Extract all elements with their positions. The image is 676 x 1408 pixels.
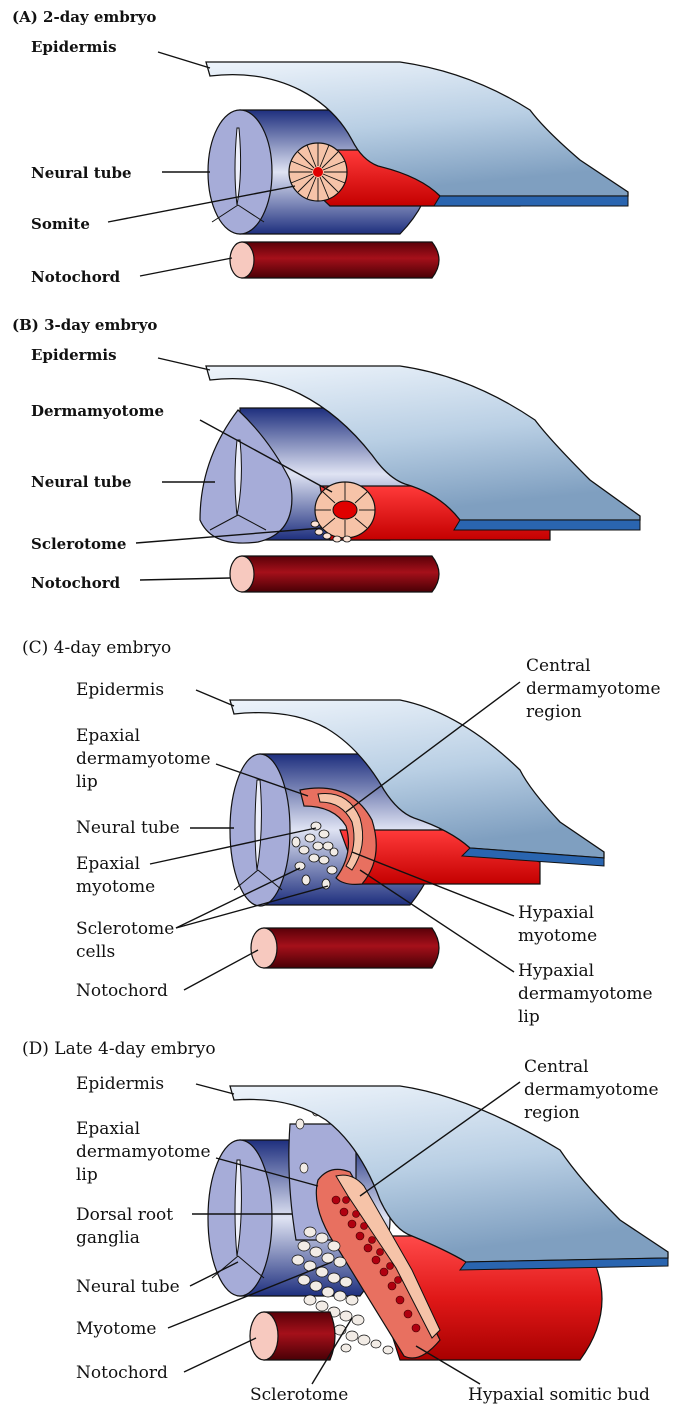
panel-d-label-central-2: dermamyotome [524, 1080, 659, 1100]
panel-a: (A) 2-day embryo [12, 8, 628, 286]
panel-c-label-sclero-cells-1: Sclerotome [76, 919, 174, 939]
panel-d-label-sclerotome: Sclerotome [250, 1385, 348, 1405]
panel-c-label-central-1: Central [526, 656, 591, 676]
panel-d-label-myotome: Myotome [76, 1319, 157, 1339]
panel-d-label-central-3: region [524, 1103, 580, 1123]
panel-c-label-sclero-cells-2: cells [76, 942, 115, 962]
panel-d-title: (D) Late 4-day embryo [22, 1039, 216, 1059]
panel-b-label-dermamyotome: Dermamyotome [31, 402, 164, 420]
panel-c-label-hypaxial-lip-2: dermamyotome [518, 984, 653, 1004]
panel-a-somite-rosette [289, 143, 347, 201]
panel-c-label-epaxial-myo-2: myotome [76, 877, 155, 897]
panel-b-notochord [230, 556, 439, 592]
panel-d: (D) Late 4-day embryo [22, 1039, 668, 1405]
panel-c-label-epaxial-lip-1: Epaxial [76, 726, 140, 746]
panel-c-notochord [251, 928, 439, 968]
panel-b-label-epidermis: Epidermis [31, 346, 117, 364]
panel-a-label-epidermis: Epidermis [31, 38, 117, 56]
panel-a-label-somite: Somite [31, 215, 90, 233]
panel-c-label-epaxial-lip-2: dermamyotome [76, 749, 211, 769]
panel-d-label-drg-2: ganglia [76, 1228, 140, 1248]
panel-c-label-epaxial-lip-3: lip [76, 772, 98, 792]
panel-c-title: (C) 4-day embryo [22, 638, 171, 658]
panel-a-label-neural-tube: Neural tube [31, 164, 132, 182]
panel-c-label-central-3: region [526, 702, 582, 722]
panel-d-label-neural-tube: Neural tube [76, 1277, 180, 1297]
panel-c-label-neural-tube: Neural tube [76, 818, 180, 838]
panel-b-title: (B) 3-day embryo [12, 316, 157, 334]
panel-c-label-hypaxial-myo-1: Hypaxial [518, 903, 594, 923]
panel-c-label-epaxial-myo-1: Epaxial [76, 854, 140, 874]
panel-b-label-neural-tube: Neural tube [31, 473, 132, 491]
panel-d-label-central-1: Central [524, 1057, 589, 1077]
panel-c-label-epidermis: Epidermis [76, 680, 164, 700]
panel-c-label-central-2: dermamyotome [526, 679, 661, 699]
panel-b: (B) 3-day embryo [12, 316, 640, 592]
panel-b-label-notochord: Notochord [31, 574, 121, 592]
panel-a-label-notochord: Notochord [31, 268, 121, 286]
panel-c-label-hypaxial-lip-3: lip [518, 1007, 540, 1027]
panel-a-notochord [230, 242, 439, 278]
panel-c-label-hypaxial-myo-2: myotome [518, 926, 597, 946]
panel-d-label-epidermis: Epidermis [76, 1074, 164, 1094]
panel-d-label-hypaxial-bud: Hypaxial somitic bud [468, 1385, 650, 1405]
panel-c: (C) 4-day embryo [22, 638, 661, 1027]
panel-b-label-sclerotome: Sclerotome [31, 535, 126, 553]
panel-c-label-notochord: Notochord [76, 981, 168, 1001]
panel-d-label-epaxial-lip-2: dermamyotome [76, 1142, 211, 1162]
panel-d-label-epaxial-lip-3: lip [76, 1165, 98, 1185]
panel-a-title: (A) 2-day embryo [12, 8, 156, 26]
panel-d-notochord [250, 1312, 335, 1360]
panel-c-label-hypaxial-lip-1: Hypaxial [518, 961, 594, 981]
panel-d-label-notochord: Notochord [76, 1363, 168, 1383]
panel-d-label-drg-1: Dorsal root [76, 1205, 173, 1225]
panel-d-label-epaxial-lip-1: Epaxial [76, 1119, 140, 1139]
